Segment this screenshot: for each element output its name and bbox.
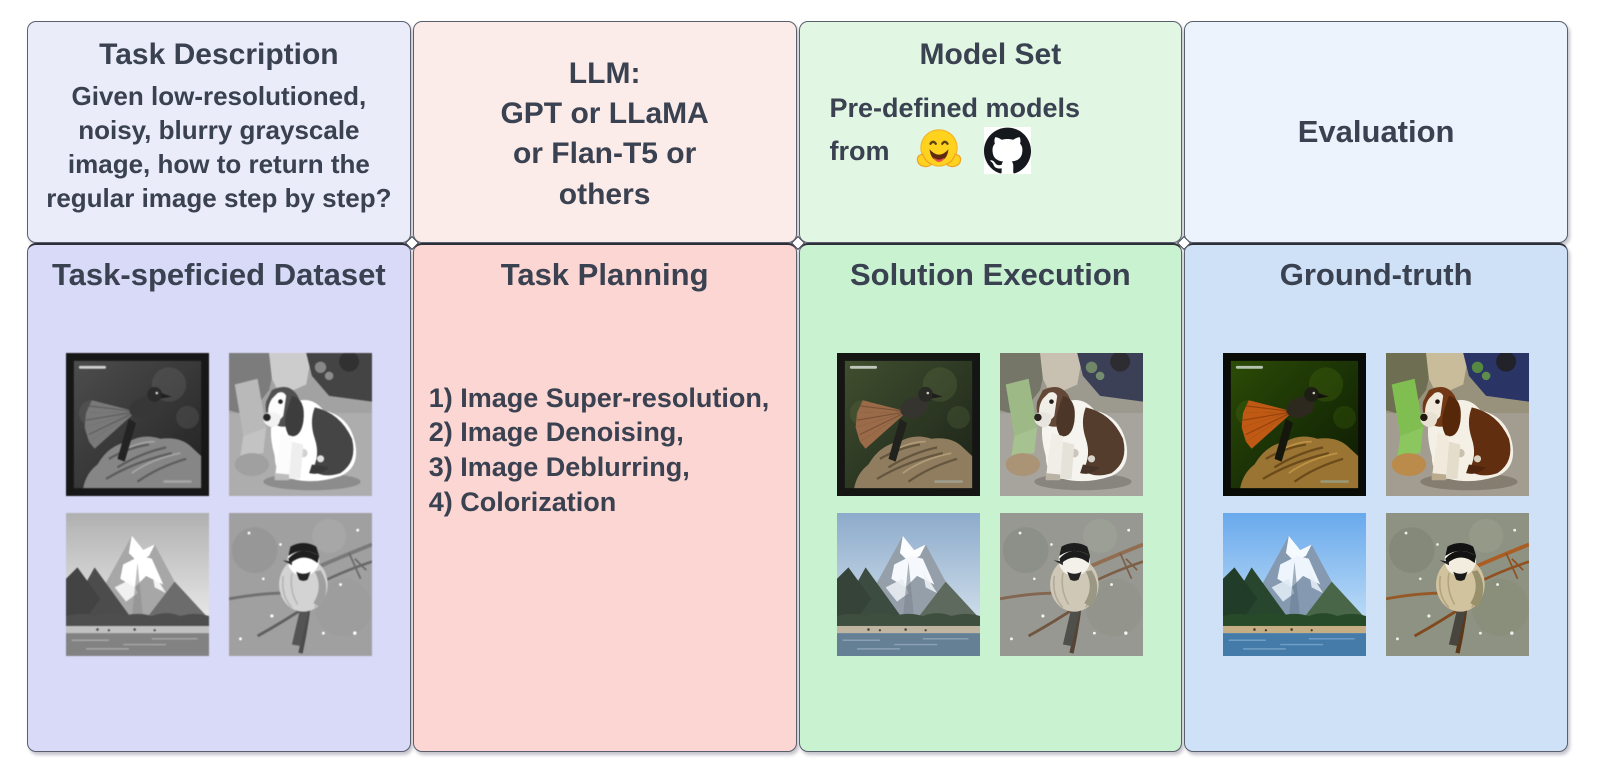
ground-truth-box: Ground-truth <box>1184 243 1568 752</box>
column-llm: LLM: GPT or LLaMA or Flan-T5 or others T… <box>412 21 797 752</box>
evaluation-box: Evaluation <box>1184 21 1568 243</box>
solution-image-grid <box>800 353 1182 656</box>
chickadee-bird-image <box>229 513 372 656</box>
task-specified-dataset-box: Task-speficied Dataset <box>27 243 411 752</box>
bird-on-stump-image <box>66 353 209 496</box>
llm-text: LLM: GPT or LLaMA or Flan-T5 or others <box>500 57 709 211</box>
spaniel-dog-image <box>1000 353 1143 496</box>
task-planning-box: Task Planning 1) Image Super-resolution,… <box>412 243 797 752</box>
task-list-item: 1) Image Super-resolution, <box>428 382 770 413</box>
pre-defined-models-label: Pre-defined models from <box>800 91 1182 177</box>
column-task-description: Task Description Given low-resolutioned,… <box>27 21 411 752</box>
snow-mountain-image <box>837 513 980 656</box>
column-model-set: Model Set Pre-defined models from <box>798 21 1183 752</box>
hugging-face-icon <box>916 129 961 168</box>
ground-truth-image-grid <box>1185 353 1567 656</box>
snow-mountain-image <box>66 513 209 656</box>
task-planning-list: 1) Image Super-resolution, 2) Image Denoi… <box>414 381 796 520</box>
task-description-title: Task Description <box>99 38 339 71</box>
task-list-item: 3) Image Deblurring, <box>428 452 690 483</box>
task-list-item: 2) Image Denoising, <box>428 417 684 448</box>
spaniel-dog-image <box>1386 353 1529 496</box>
task-description-box: Task Description Given low-resolutioned,… <box>27 21 411 243</box>
snow-mountain-image <box>1223 513 1366 656</box>
pre-defined-models-text: Pre-defined models from <box>829 92 1081 167</box>
column-evaluation: Evaluation Ground-truth <box>1184 21 1568 752</box>
task-list-item: 4) Colorization <box>428 487 617 518</box>
ground-truth-title: Ground-truth <box>1279 257 1473 292</box>
task-specified-dataset-title: Task-speficied Dataset <box>52 257 386 292</box>
chickadee-bird-image <box>1000 513 1143 656</box>
columns-container: Task Description Given low-resolutioned,… <box>27 21 1568 752</box>
solution-execution-title: Solution Execution <box>850 257 1131 292</box>
github-icon <box>983 127 1031 175</box>
task-description-body: Given low-resolutioned, noisy, blurry gr… <box>46 80 392 214</box>
bird-on-stump-image <box>1223 353 1366 496</box>
bird-on-stump-image <box>837 353 980 496</box>
model-set-title: Model Set <box>919 38 1062 71</box>
spaniel-dog-image <box>229 353 372 496</box>
model-set-box: Model Set Pre-defined models from <box>798 21 1183 243</box>
evaluation-title: Evaluation <box>1297 114 1455 150</box>
llm-box: LLM: GPT or LLaMA or Flan-T5 or others <box>412 21 797 243</box>
task-planning-title: Task Planning <box>500 257 709 292</box>
solution-execution-box: Solution Execution <box>798 243 1183 752</box>
dataset-image-grid <box>28 353 410 656</box>
chickadee-bird-image <box>1386 513 1529 656</box>
